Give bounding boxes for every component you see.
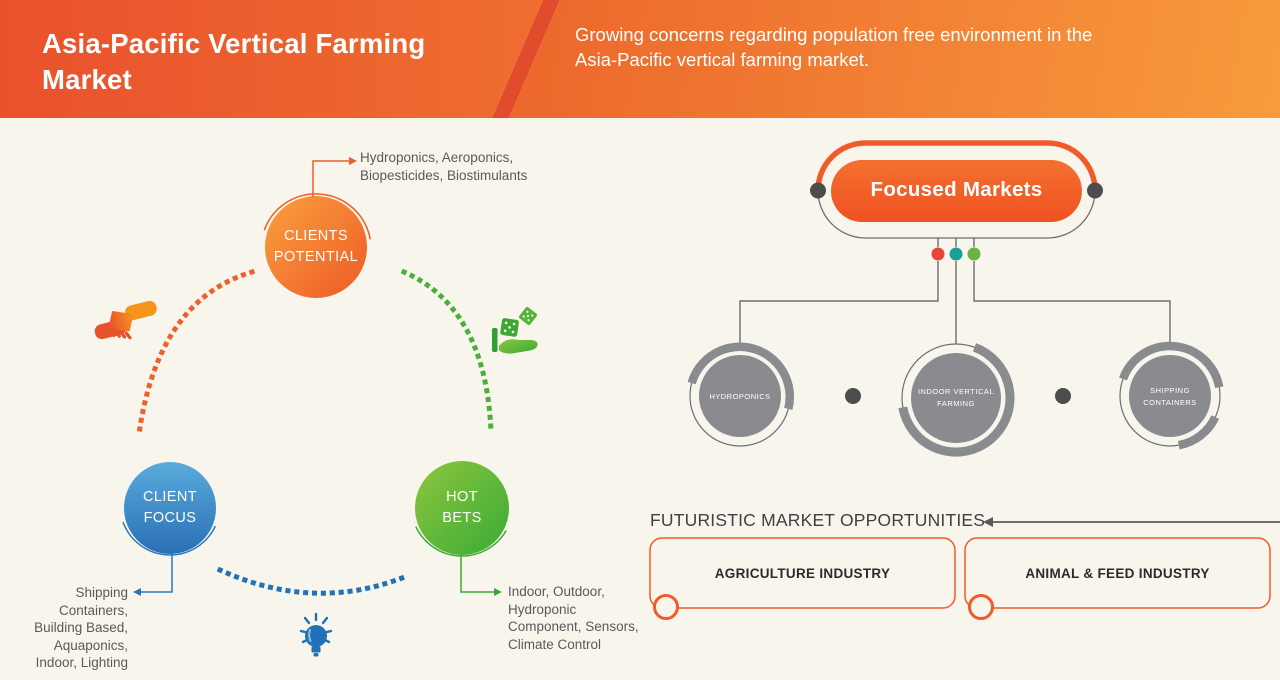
node-hot-bets: [415, 461, 509, 596]
dotted-arc-blue: [216, 566, 406, 596]
opportunities-heading: FUTURISTIC MARKET OPPORTUNITIES: [650, 510, 986, 530]
market-circle-hydroponics: [687, 342, 795, 447]
banner-left-panel: [0, 0, 543, 118]
node-client-focus: [122, 462, 216, 596]
hot-bets-label: HOT BETS: [442, 489, 482, 527]
focused-markets-pill: [810, 140, 1103, 239]
market-circle-indoor-vertical-farming: [898, 343, 1015, 457]
clients-potential-label: CLIENTS POTENTIAL: [273, 228, 359, 266]
annotation-hot-bets: Indoor, Outdoor, Hydroponic Component, S…: [508, 584, 639, 652]
node-clients-potential: [263, 157, 371, 298]
focused-markets-title: Focused Markets: [870, 178, 1043, 201]
market-label-hydroponics: HYDROPONICS: [709, 392, 771, 401]
banner-right-panel: [509, 0, 1280, 118]
page-subtitle: Growing concerns regarding population fr…: [575, 24, 1093, 70]
market-label-shipping-containers: SHIPPING CONTAINERS: [1143, 386, 1197, 407]
connector-dots: [931, 247, 981, 261]
opportunity-box-agriculture: AGRICULTURE INDUSTRY: [714, 565, 891, 581]
opportunity-box-outlines: [649, 537, 1271, 620]
annotation-clients-potential: Hydroponics, Aeroponics, Biopesticides, …: [360, 150, 528, 183]
separator-dots: [845, 388, 1071, 404]
client-focus-label: CLIENT FOCUS: [143, 489, 197, 527]
opportunities-arrow: [983, 517, 1280, 527]
market-circle-shipping-containers: [1119, 341, 1224, 450]
dotted-arc-green: [400, 268, 494, 435]
market-label-indoor-vertical-farming: INDOOR VERTICAL FARMING: [917, 387, 995, 408]
focused-markets-connectors: [739, 238, 1171, 346]
handshake-icon: [94, 300, 157, 340]
page-title: Asia-Pacific Vertical Farming Market: [42, 28, 426, 96]
dice-in-hand-icon: [492, 306, 538, 354]
lightbulb-icon: [299, 612, 333, 657]
annotation-client-focus: Shipping Containers, Building Based, Aqu…: [34, 585, 128, 671]
dotted-arc-orange: [136, 268, 256, 437]
opportunity-box-animal-feed: ANIMAL & FEED INDUSTRY: [1025, 565, 1210, 581]
